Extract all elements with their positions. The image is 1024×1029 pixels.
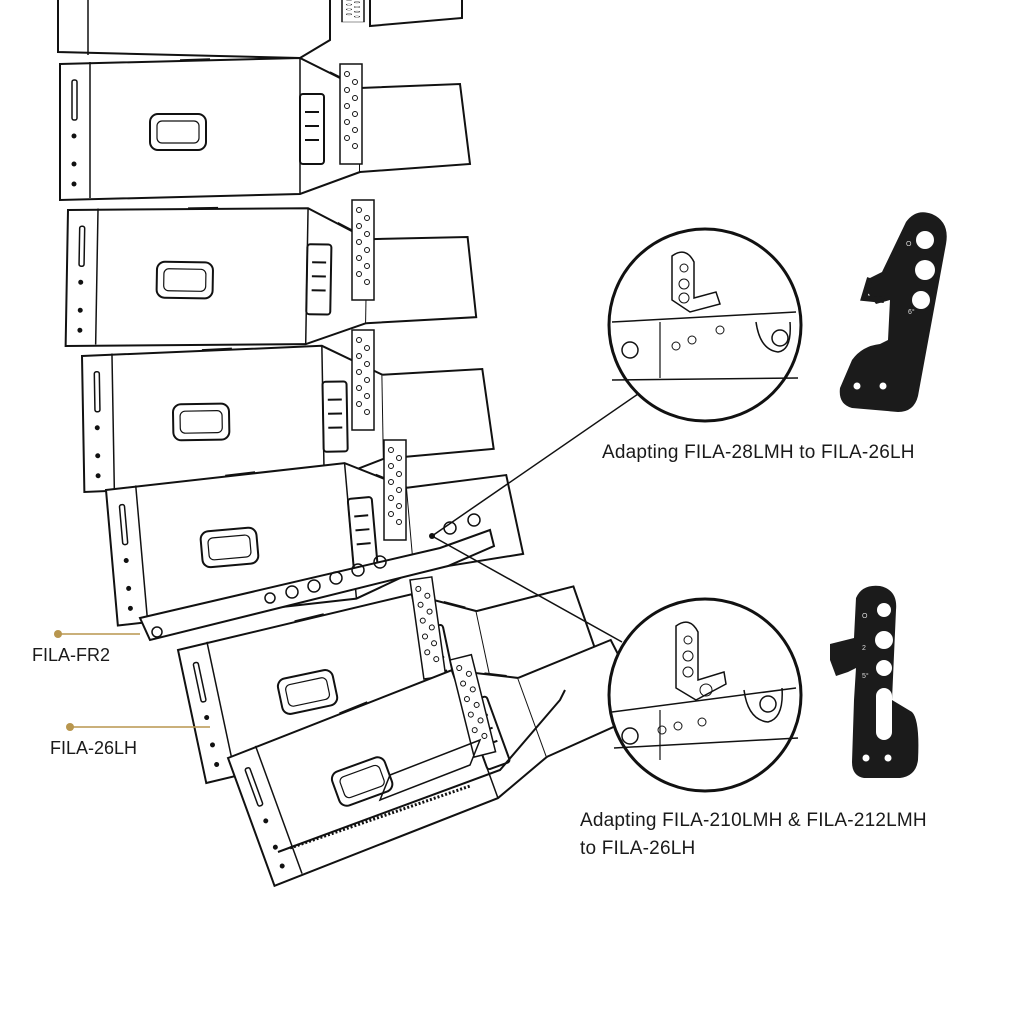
svg-text:O: O: [906, 241, 912, 248]
svg-text:2: 2: [862, 645, 866, 652]
svg-text:O: O: [862, 613, 868, 620]
adapter-bracket-210lmh: O 2 5°: [830, 585, 919, 778]
adapter-bracket-28lmh: O 6°: [839, 212, 947, 412]
cabinet-3: [64, 199, 480, 355]
svg-text:6°: 6°: [908, 308, 915, 316]
cabinet-2: [59, 57, 471, 201]
bottom-detail-leader: [431, 535, 623, 643]
top-detail-leader: [431, 393, 639, 537]
fila-26lh-label: FILA-26LH: [50, 738, 138, 758]
top-detail-magnifier: [607, 227, 803, 423]
top-detail-caption: Adapting FILA-28LMH to FILA-26LH: [602, 442, 915, 463]
fila-fr2-frame: [138, 513, 496, 642]
cabinet-7-bottom: [224, 611, 661, 887]
bottom-detail-magnifier: [607, 597, 803, 793]
leader-origin-dot: [429, 533, 435, 539]
bottom-detail-caption-line2: to FILA-26LH: [580, 838, 696, 859]
cabinet-1: [57, 0, 463, 60]
cabinet-4: [80, 329, 496, 493]
svg-text:5°: 5°: [862, 672, 869, 680]
detail-leaders: [429, 393, 639, 643]
bottom-detail-caption-line1: Adapting FILA-210LMH & FILA-212LMH: [580, 810, 927, 831]
speaker-stack: [57, 0, 661, 887]
callout-leaders: [54, 630, 210, 731]
fila-fr2-label: FILA-FR2: [32, 645, 111, 665]
